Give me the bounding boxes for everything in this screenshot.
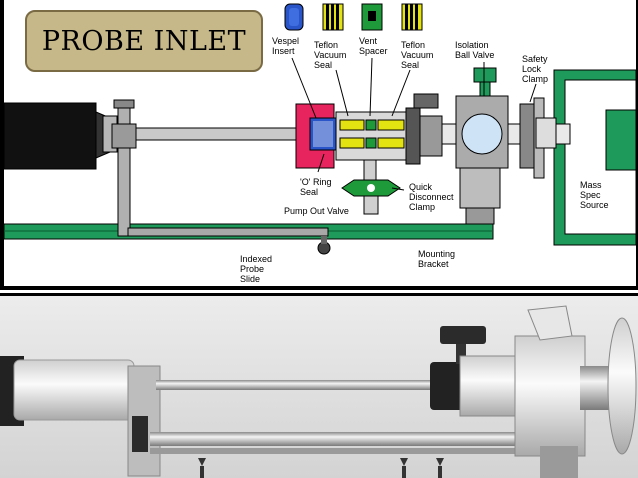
label-mass-spec-source: Mass Spec Source: [580, 180, 609, 210]
label-quick-disconnect-clamp: Quick Disconnect Clamp: [409, 182, 454, 212]
photo-probe-rod: [156, 380, 446, 390]
teflon-seal-swatch-2: [401, 3, 423, 31]
teflon-seal-swatch-1: [322, 3, 344, 31]
probe-handle: [4, 102, 118, 170]
vespel-insert-swatch: [284, 3, 304, 31]
leader-lines: [291, 57, 537, 191]
label-teflon-vacuum-seal-2: Teflon Vacuum Seal: [401, 40, 434, 70]
label-o-ring-seal: 'O' Ring Seal: [300, 177, 332, 197]
label-vent-spacer: Vent Spacer: [359, 36, 388, 56]
probe-slide-post: [111, 99, 331, 255]
diagram-drawing: [4, 3, 636, 255]
label-teflon-vacuum-seal-1: Teflon Vacuum Seal: [314, 40, 347, 70]
label-pump-out-valve: Pump Out Valve: [284, 206, 349, 216]
pump-out-valve: [341, 159, 401, 215]
label-safety-lock-clamp: Safety Lock Clamp: [522, 54, 549, 84]
label-vespel-insert: Vespel Insert: [272, 36, 300, 56]
label-isolation-ball-valve: Isolation Ball Valve: [455, 40, 495, 60]
photo-illustration: [0, 296, 638, 478]
divider: [0, 286, 638, 290]
label-mounting-bracket: Mounting Bracket: [418, 249, 456, 269]
probe-inlet-diagram: Vespel Insert Teflon Vacuum Seal Vent Sp…: [4, 0, 636, 286]
divider-line: [0, 290, 638, 293]
label-indexed-probe-slide: Indexed Probe Slide: [240, 254, 273, 284]
probe-inlet-photo: [0, 296, 638, 478]
photo-handle: [13, 359, 135, 421]
isolation-ball-valve: [455, 67, 509, 225]
divider: [0, 293, 638, 296]
photo-guide-rail: [150, 432, 560, 446]
inlet-body: [295, 93, 443, 169]
safety-lock-clamp: [519, 97, 557, 179]
mass-spec-source-box: [553, 69, 636, 246]
photo-valve-body: [459, 355, 521, 417]
photo-clamp-knob: [430, 362, 466, 410]
vent-spacer-swatch: [361, 3, 383, 31]
photo-flange: [607, 317, 637, 455]
slide-title: PROBE INLET: [25, 10, 263, 72]
